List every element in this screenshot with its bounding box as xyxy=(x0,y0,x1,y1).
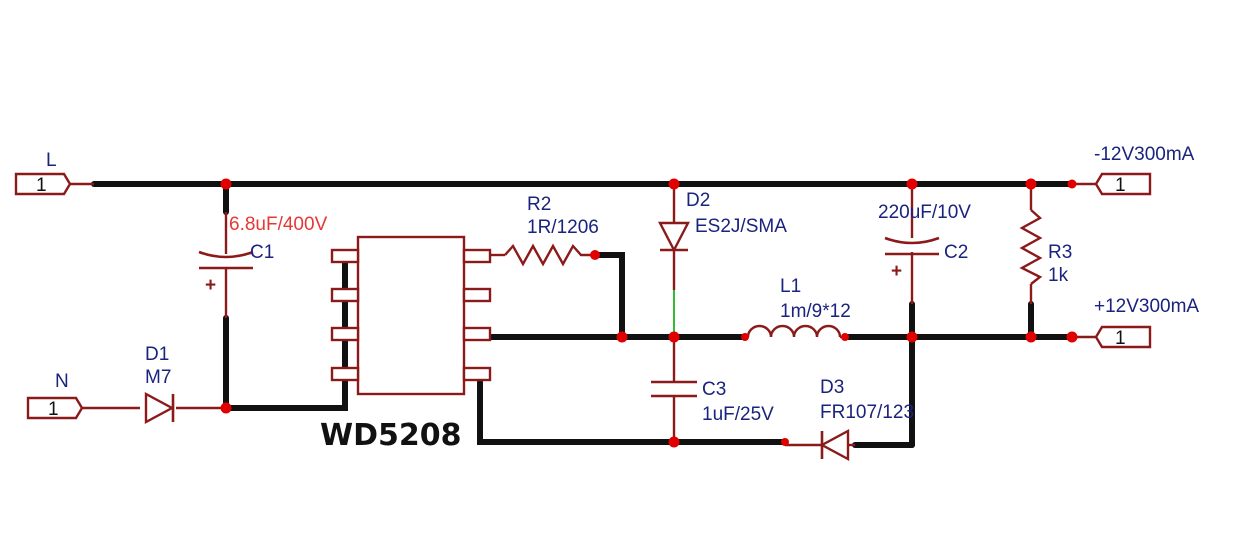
ic-U1-pin2 xyxy=(330,287,360,303)
port-pos12: 1 +12V300mA xyxy=(1072,296,1199,349)
capacitor-C3-value: 1uF/25V xyxy=(702,404,774,425)
diode-D1-value: M7 xyxy=(145,367,171,388)
resistor-R2-value: 1R/1206 xyxy=(527,217,599,238)
junction-C3-bottom xyxy=(668,436,680,448)
capacitor-C2-polarity: + xyxy=(891,261,902,282)
port-N-pin: 1 xyxy=(48,399,59,420)
resistor-R3-ref: R3 xyxy=(1048,242,1072,263)
diode-D1: D1 M7 xyxy=(144,344,175,425)
inductor-L1-value: 1m/9*12 xyxy=(780,301,851,322)
inductor-L1-ref: L1 xyxy=(780,276,801,297)
resistor-R3: R3 1k xyxy=(1019,209,1072,286)
capacitor-C1-ref: C1 xyxy=(250,242,274,263)
ic-U1-pin1 xyxy=(330,248,360,264)
inductor-L1: L1 1m/9*12 xyxy=(745,276,851,339)
diode-D3: D3 FR107/123 xyxy=(819,377,914,462)
wire-R2-right xyxy=(592,252,625,340)
ic-U1-pin5 xyxy=(462,366,492,382)
junction-pos12-end xyxy=(1066,331,1078,343)
junction-R2-end xyxy=(590,250,600,260)
port-L-name: L xyxy=(46,150,57,171)
junction-C2-top xyxy=(906,178,918,190)
junction-D2-top xyxy=(668,178,680,190)
port-N: 1 N xyxy=(26,371,84,420)
wire-U1-pin5-return xyxy=(477,379,788,445)
capacitor-C3-ref: C3 xyxy=(702,379,726,400)
port-pos12-name: +12V300mA xyxy=(1094,296,1199,317)
port-neg12-pin: 1 xyxy=(1115,175,1126,196)
junction-neg12-end xyxy=(1067,179,1077,189)
port-L: 1 L xyxy=(14,150,94,196)
capacitor-C3: C3 1uF/25V xyxy=(651,379,774,425)
capacitor-C2-plate-top xyxy=(884,236,940,245)
resistor-R3-zigzag xyxy=(1019,209,1043,285)
ic-U1-body xyxy=(356,235,466,396)
capacitor-C1-polarity: + xyxy=(205,275,216,296)
junction-R2-node xyxy=(616,331,628,343)
junction-L1-left xyxy=(741,333,749,341)
resistor-R2: R2 1R/1206 xyxy=(504,194,599,267)
port-neg12: 1 -12V300mA xyxy=(1072,144,1195,196)
port-pos12-pin: 1 xyxy=(1115,328,1126,349)
port-L-pin: 1 xyxy=(36,175,47,196)
diode-D1-triangle xyxy=(144,391,175,425)
junction-D2-bottom xyxy=(668,331,680,343)
port-N-flag xyxy=(26,396,84,420)
ic-U1-pin3 xyxy=(330,326,360,342)
junction-R3-top xyxy=(1025,178,1037,190)
diode-D2-ref: D2 xyxy=(686,190,710,211)
junction-C2-bottom xyxy=(906,331,918,343)
thin-wires xyxy=(80,184,1033,447)
capacitor-C2-ref: C2 xyxy=(944,242,968,263)
ic-U1-pin4 xyxy=(330,366,360,382)
port-N-name: N xyxy=(55,371,69,392)
inductor-L1-coil xyxy=(746,324,842,338)
junction-C1-top xyxy=(220,178,232,190)
wire-D1-to-U1 xyxy=(223,259,348,411)
diode-D3-triangle xyxy=(819,428,850,462)
capacitor-C2-value: 220uF/10V xyxy=(878,202,971,223)
ic-U1-pin6 xyxy=(462,326,492,342)
capacitor-C1-value: 6.8uF/400V xyxy=(229,214,328,235)
capacitor-C1-plate-top xyxy=(198,250,254,259)
diode-D1-ref: D1 xyxy=(145,344,169,365)
capacitor-C2: + 220uF/10V C2 xyxy=(878,202,971,282)
port-L-flag xyxy=(14,172,72,196)
resistor-R2-ref: R2 xyxy=(527,194,551,215)
port-neg12-flag xyxy=(1094,172,1152,196)
resistor-R3-value: 1k xyxy=(1048,265,1069,286)
junction-C1-bottom xyxy=(220,402,232,414)
diode-D2: D2 ES2J/SMA xyxy=(658,190,787,253)
junction-L1-right xyxy=(841,333,849,341)
junction-D3-anode xyxy=(781,438,789,446)
port-neg12-name: -12V300mA xyxy=(1094,144,1195,165)
ic-U1-pin8 xyxy=(462,248,492,264)
capacitor-C1: + 6.8uF/400V C1 xyxy=(198,214,328,296)
diode-D3-ref: D3 xyxy=(820,377,844,398)
junction-R3-bottom xyxy=(1025,331,1037,343)
junctions xyxy=(220,178,1078,448)
port-pos12-flag xyxy=(1094,325,1152,349)
ic-U1: WD5208 xyxy=(320,235,492,453)
resistor-R2-zigzag xyxy=(504,243,595,267)
diode-D2-triangle xyxy=(658,221,690,253)
diode-D2-value: ES2J/SMA xyxy=(695,216,787,237)
diode-D3-value: FR107/123 xyxy=(820,402,914,423)
ic-U1-value: WD5208 xyxy=(320,418,462,453)
ic-U1-pin7 xyxy=(462,287,492,303)
